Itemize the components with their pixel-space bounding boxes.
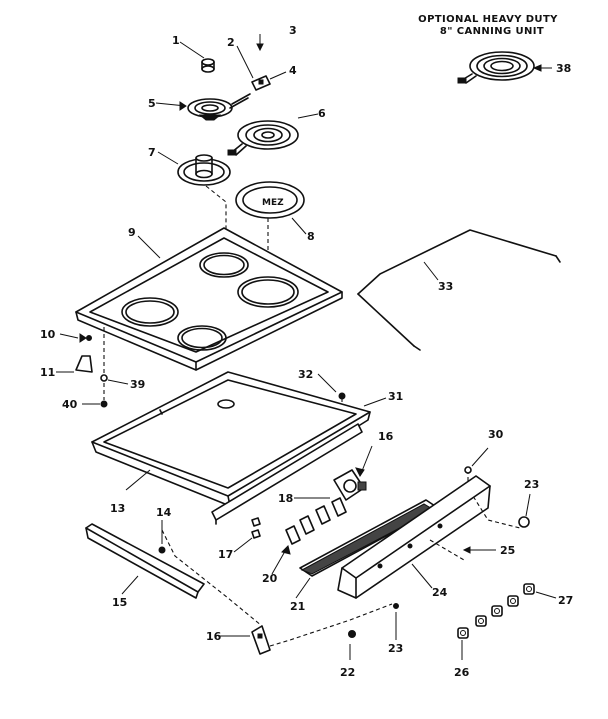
callout-16-bracket: 16 [206,630,222,643]
callout-1: 1 [172,34,180,47]
callout-16-switch: 16 [378,430,394,443]
infinite-switch [333,469,367,501]
main-top-panel [91,371,371,507]
diagram-title-line-2: 8" CANNING UNIT [440,26,544,37]
cooktop-hinge-bracket [75,355,93,373]
small-surface-element [187,93,251,121]
callout-24: 24 [432,586,448,599]
callout-38: 38 [556,62,571,75]
callout-7: 7 [148,146,156,159]
diagram-title-line-1: OPTIONAL HEAVY DUTY [418,14,558,25]
cooktop-panel [75,227,343,371]
callout-14: 14 [156,506,172,519]
callout-18: 18 [278,492,293,505]
terminal-block-receptacle [251,75,271,91]
small-drip-pan [177,154,231,186]
callout-5: 5 [148,97,156,110]
callout-2: 2 [227,36,235,49]
callout-20: 20 [262,572,278,585]
callout-15: 15 [112,596,127,609]
callout-40: 40 [62,398,78,411]
control-knobs [285,497,347,545]
callout-39: 39 [130,378,145,391]
callout-13: 13 [110,502,125,515]
callout-23-washer: 23 [524,478,539,491]
callout-26: 26 [454,666,470,679]
lower-hinge-bracket [251,625,271,655]
callout-9: 9 [128,226,136,239]
callout-21: 21 [290,600,305,613]
callout-33: 33 [438,280,453,293]
callout-25: 25 [500,544,515,557]
callout-22: 22 [340,666,355,679]
callout-6: 6 [318,107,326,120]
callout-27: 27 [558,594,573,607]
callout-32: 32 [298,368,313,381]
callout-4: 4 [289,64,297,77]
side-trim [211,423,363,525]
front-trim-strip [85,523,205,599]
callout-10: 10 [40,328,56,341]
callout-31: 31 [388,390,403,403]
cooktop-support-rod [357,229,561,351]
spare-knobs [457,583,535,639]
burner-knob-cap [201,58,215,73]
canning-unit-element [457,51,535,84]
callout-30: 30 [488,428,504,441]
control-panel-bracket [337,475,491,599]
callout-17: 17 [218,548,233,561]
callout-11: 11 [40,366,55,379]
callout-8: 8 [307,230,315,243]
callout-3: 3 [289,24,297,37]
large-drip-pan: MEZ [235,181,305,219]
svg-text:MEZ: MEZ [262,198,284,208]
callout-23-screw: 23 [388,642,403,655]
large-surface-element [227,120,299,156]
